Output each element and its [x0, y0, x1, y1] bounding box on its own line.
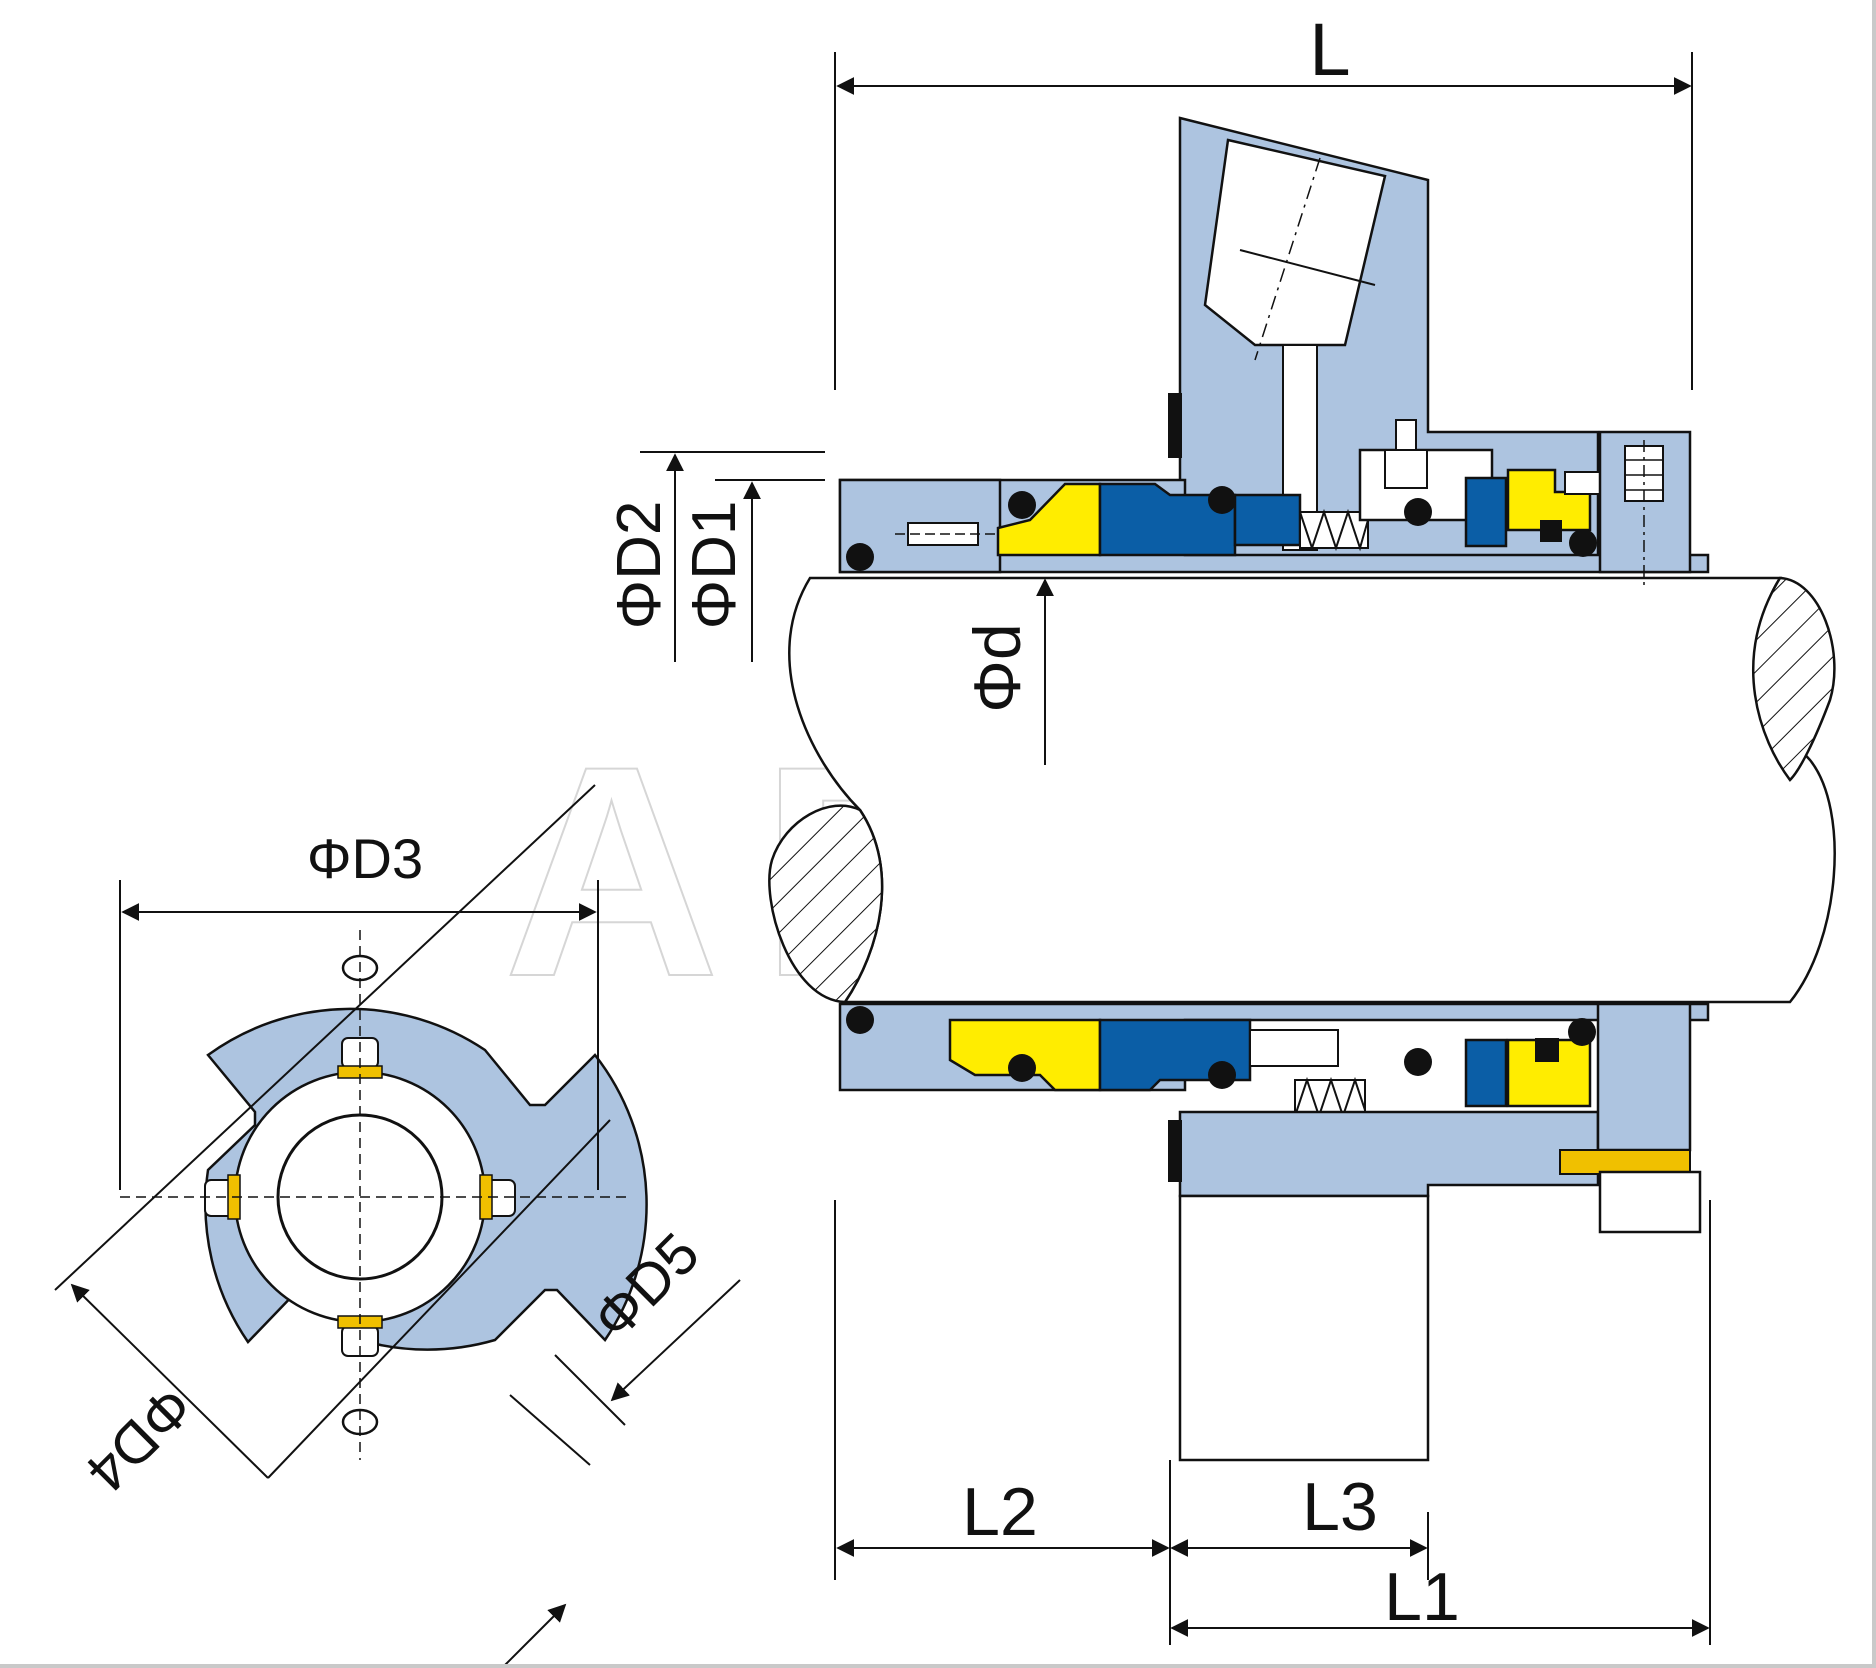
gland-foot-lower [1178, 1194, 1430, 1462]
label-phi-D3: ΦD3 [307, 827, 423, 890]
seal-upper-section [838, 116, 1710, 590]
label-L: L [1309, 8, 1350, 91]
spring-upper [1299, 511, 1369, 549]
rotating-face-upper-2 [1464, 476, 1508, 548]
shaft [768, 576, 1836, 1004]
dimension-labels: L L2 L3 L1 Φd ΦD2 ΦD1 ΦD3 ΦD4 ΦD5 [73, 8, 1460, 1635]
gland-gasket-upper [1168, 393, 1182, 458]
shaft-section-left [768, 804, 884, 1004]
dimension-lines [54, 52, 1711, 1666]
retainer-clip-lower [1559, 1149, 1691, 1175]
label-phi-D1: ΦD1 [680, 501, 749, 630]
label-phi-d: Φd [960, 623, 1034, 712]
shaft-section-right [1752, 576, 1836, 782]
seal-lower-section [838, 1002, 1710, 1462]
label-phi-D4: ΦD4 [73, 1373, 204, 1504]
gland-lower [1178, 1110, 1600, 1198]
label-L2: L2 [962, 1474, 1038, 1550]
stationary-face-lower-2 [1506, 1038, 1592, 1108]
lower-collar [1596, 1002, 1692, 1152]
rotating-face-lower-2 [1464, 1038, 1508, 1108]
label-L3: L3 [1302, 1469, 1378, 1545]
end-view [120, 930, 648, 1460]
label-phi-D2: ΦD2 [605, 501, 674, 630]
label-L1: L1 [1384, 1559, 1460, 1635]
gland-gasket-lower [1168, 1120, 1182, 1182]
collar-screw-lower [1598, 1170, 1702, 1234]
